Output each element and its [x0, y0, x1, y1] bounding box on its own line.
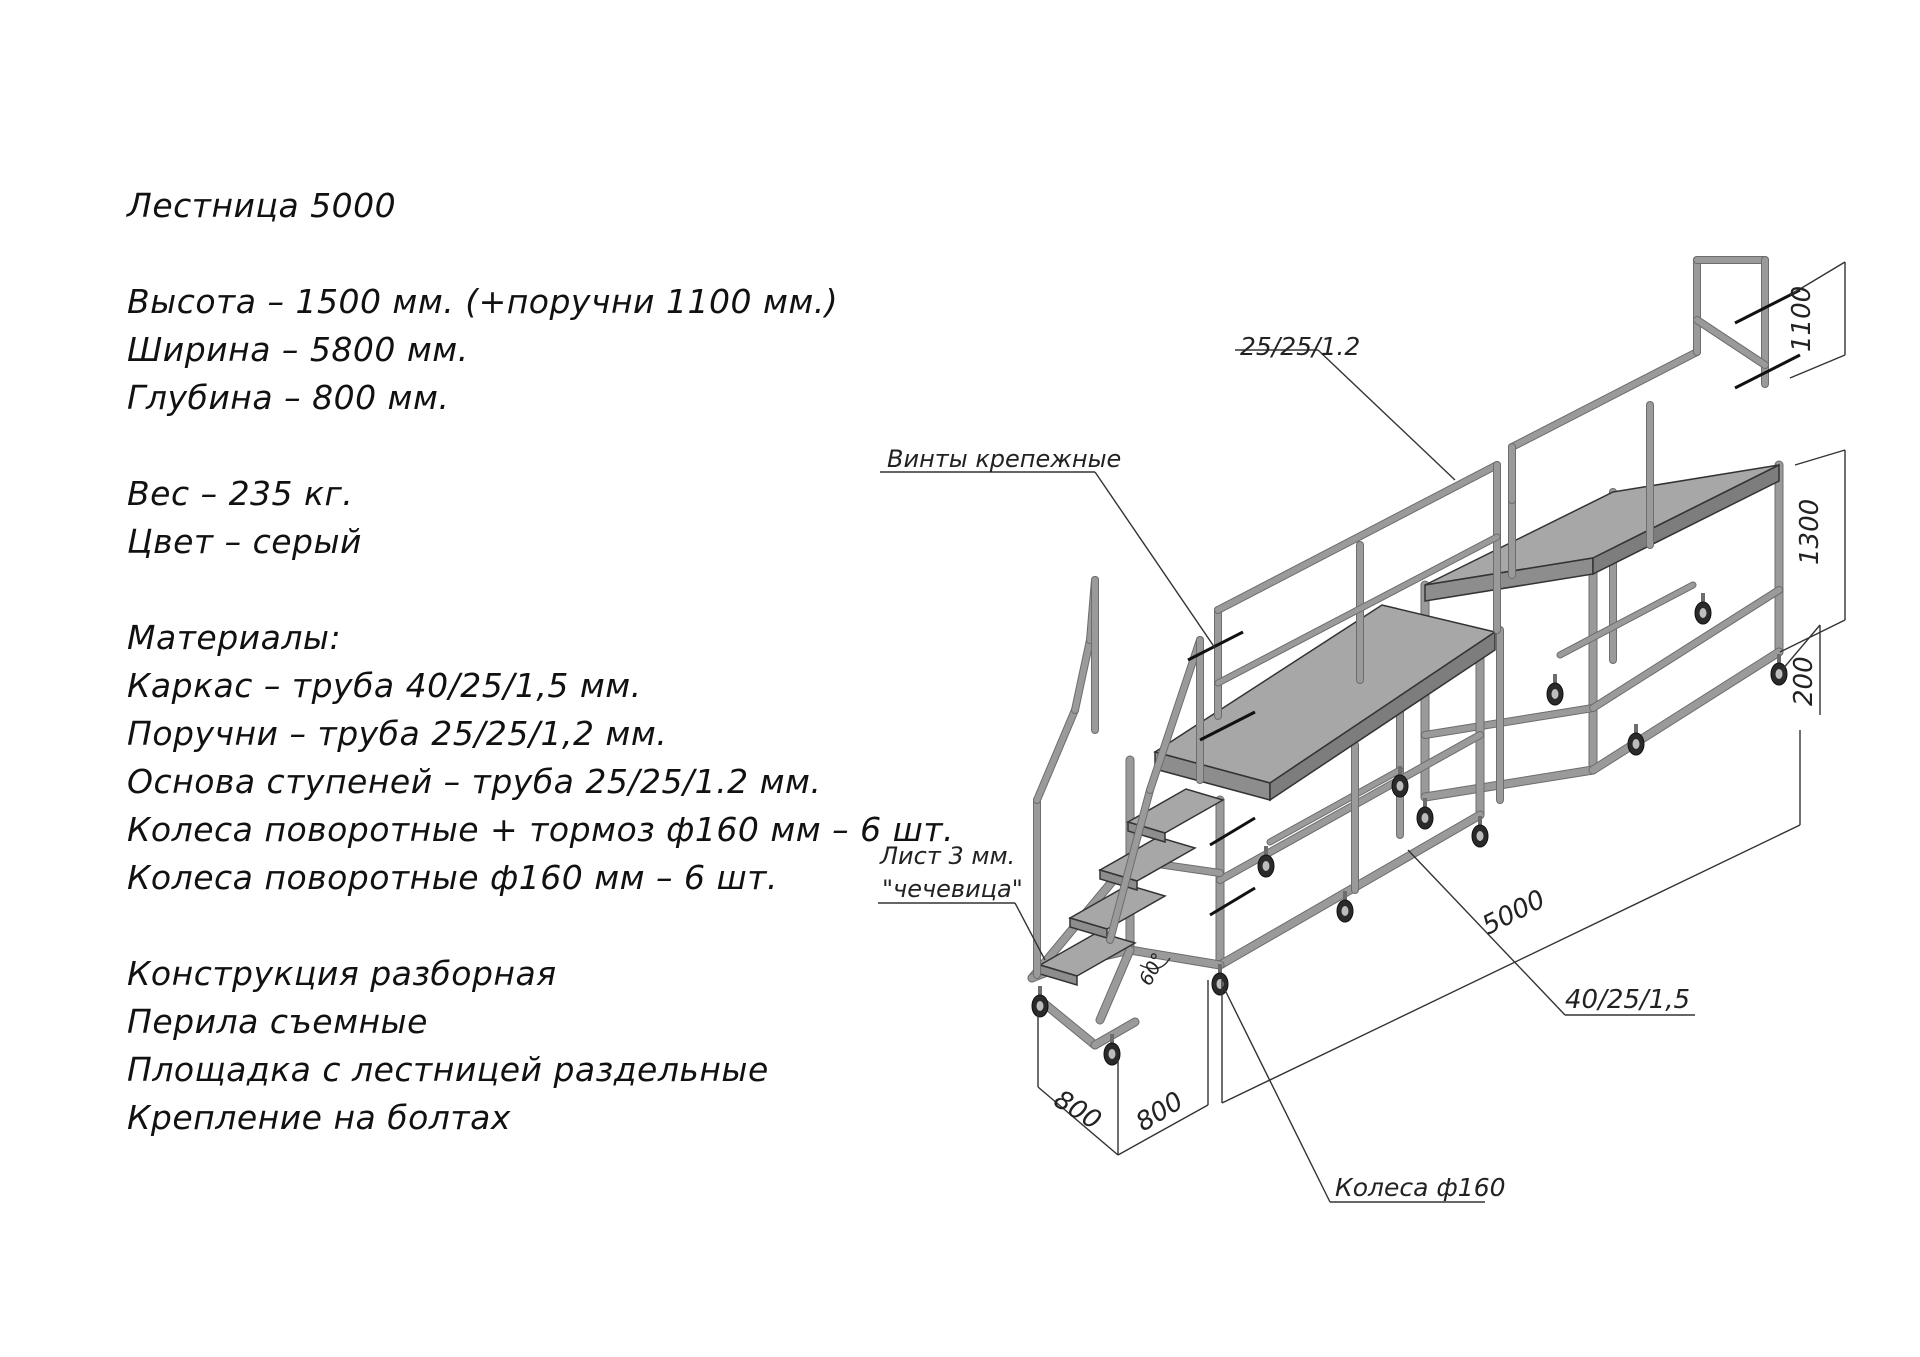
stair-handrail-rail — [1034, 707, 1078, 803]
rear-handrail-rail — [1509, 349, 1700, 450]
rear-platform-deck-side — [1592, 463, 1780, 576]
callout-handrail-pipe: 25/25/1.2 — [1240, 332, 1360, 361]
leader-wheels — [1224, 989, 1331, 1203]
screw-marker — [1209, 886, 1256, 917]
dimension-depth-line — [1037, 1086, 1119, 1156]
callout-wheels: Колеса ф160 — [1335, 1173, 1506, 1202]
spec-construction-collapsible: Конструкция разборная — [127, 954, 557, 993]
spec-material-wheels: Колеса поворотные ф160 мм – 6 шт. — [127, 858, 778, 897]
stair-handrail-rail — [1147, 637, 1203, 793]
dimension-width-line — [1117, 1104, 1209, 1156]
dimension-length: 5000 — [1478, 884, 1551, 941]
dimension-handrail-extension — [1789, 261, 1846, 296]
stair-stringer — [1096, 946, 1134, 1024]
spec-material-steps: Основа ступеней – труба 25/25/1.2 мм. — [127, 762, 822, 801]
wheel-hub — [1775, 669, 1783, 679]
dimension-stair-depth: 800 — [1048, 1084, 1106, 1136]
wheel-hub — [1341, 906, 1349, 916]
wheel-hub — [1396, 781, 1404, 791]
stair-handrail-rail — [1072, 637, 1093, 713]
stair-foot — [1091, 1018, 1139, 1049]
rear-platform-brace — [1590, 587, 1782, 711]
rear-platform-base — [1421, 766, 1597, 801]
spec-title: Лестница 5000 — [127, 186, 397, 225]
dimension-platform-extension — [1779, 619, 1846, 653]
screw-marker — [1209, 816, 1256, 847]
dimension-handrail-height: 1100 — [1787, 286, 1817, 352]
wheel-hub — [1551, 689, 1559, 699]
leader-sheet — [1014, 902, 1046, 961]
stair-handrail-rail — [1107, 787, 1153, 943]
front-platform-deck-side — [1269, 630, 1496, 802]
front-handrail-mid — [1215, 534, 1500, 686]
screw-marker — [1734, 353, 1801, 390]
leader-frame-pipe — [1407, 849, 1566, 1016]
dimension-angle-arc — [1139, 957, 1171, 970]
rear-platform-brace — [1422, 705, 1596, 738]
leader-handrail-pipe — [1317, 349, 1456, 481]
dimension-gap-extension — [1781, 624, 1821, 671]
dimension-platform-height: 1300 — [1795, 499, 1825, 565]
spec-depth: Глубина – 800 мм. — [127, 378, 450, 417]
spec-construction-bolts: Крепление на болтах — [127, 1098, 511, 1137]
frame-structure — [878, 256, 1846, 1203]
rear-handrail-mid — [1694, 317, 1768, 368]
rear-platform-brace — [1557, 582, 1696, 658]
callout-screws: Винты крепежные — [887, 445, 1121, 473]
dimension-handrail-extension — [1789, 354, 1846, 379]
wheel-hub — [1421, 813, 1429, 823]
screw-marker — [1187, 630, 1244, 662]
spec-height: Высота – 1500 мм. (+поручни 1100 мм.) — [127, 282, 839, 321]
front-platform-base — [1216, 811, 1484, 969]
spec-material-brake-wheels: Колеса поворотные + тормоз ф160 мм – 6 ш… — [127, 810, 955, 849]
spec-color: Цвет – серый — [127, 522, 362, 561]
front-platform-brace — [1267, 767, 1403, 845]
wheel-hub — [1108, 1049, 1116, 1059]
dimension-platform-extension — [1794, 449, 1846, 466]
leader-screws — [1094, 471, 1216, 649]
front-handrail-rail — [1215, 462, 1500, 613]
spec-materials-title: Материалы: — [127, 618, 342, 657]
dimension-length-line — [1221, 824, 1801, 1104]
screw-marker — [1734, 288, 1801, 325]
specification-block: Лестница 5000 Высота – 1500 мм. (+поручн… — [127, 182, 955, 1142]
wheel-hub — [1262, 861, 1270, 871]
screw-marker — [1199, 710, 1256, 742]
spec-weight: Вес – 235 кг. — [127, 474, 354, 513]
rear-platform-base — [1589, 648, 1783, 774]
wheel-hub — [1632, 739, 1640, 749]
wheel-hub — [1036, 1001, 1044, 1011]
wheel-hub — [1476, 831, 1484, 841]
spec-material-handrail: Поручни – труба 25/25/1,2 мм. — [127, 714, 668, 753]
wheel-hub — [1699, 608, 1707, 618]
spec-construction-railing: Перила съемные — [127, 1002, 428, 1041]
spec-width: Ширина – 5800 мм. — [127, 330, 469, 369]
dimension-bottom-gap: 200 — [1789, 656, 1819, 706]
callout-sheet-type: "чечевица" — [882, 875, 1023, 903]
front-platform-base — [1126, 946, 1224, 969]
callout-sheet: Лист 3 мм. — [879, 842, 1015, 870]
stair-foot — [1036, 996, 1099, 1049]
spec-construction-separate: Площадка с лестницей раздельные — [127, 1050, 769, 1089]
spec-material-frame: Каркас – труба 40/25/1,5 мм. — [127, 666, 642, 705]
dimension-stair-width: 800 — [1131, 1086, 1189, 1138]
callout-frame-pipe: 40/25/1,5 — [1565, 985, 1690, 1015]
